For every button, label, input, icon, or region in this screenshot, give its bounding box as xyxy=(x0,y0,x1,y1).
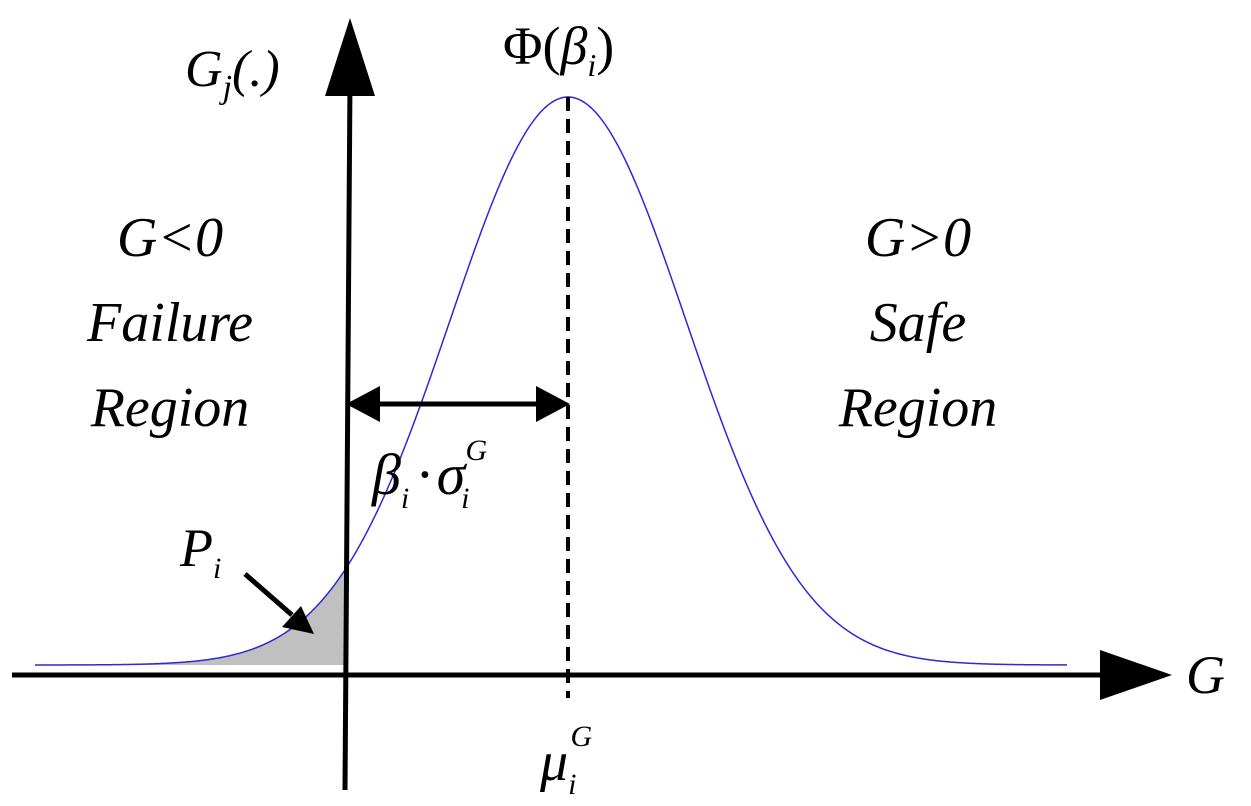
y-axis-label: Gj(.) xyxy=(185,41,280,106)
safe-region-label: G>0 Safe Region xyxy=(838,207,998,439)
distance-arrow-left-head xyxy=(346,386,380,422)
failure-word: Failure xyxy=(86,292,253,354)
distance-arrow-right-head xyxy=(536,386,570,422)
probability-pointer-line xyxy=(243,572,294,617)
failure-region-word: Region xyxy=(90,377,250,439)
y-axis-arrowhead xyxy=(325,18,375,96)
probability-density-curve xyxy=(35,96,1068,666)
x-axis-label: G xyxy=(1186,645,1225,705)
y-axis xyxy=(342,79,353,791)
failure-region-label: G<0 Failure Region xyxy=(86,207,253,439)
failure-probability-area xyxy=(35,569,345,665)
x-axis-arrowhead xyxy=(1100,650,1172,700)
safe-condition: G>0 xyxy=(865,207,971,269)
failure-probability-label: Pi xyxy=(179,518,221,585)
probability-pointer-head xyxy=(282,606,314,634)
distance-label: βi·σiG xyxy=(371,434,488,515)
safe-region-word: Region xyxy=(838,377,998,439)
failure-condition: G<0 xyxy=(117,207,223,269)
peak-label: Φ(βi) xyxy=(503,16,614,83)
mean-label: μiG xyxy=(539,720,592,801)
safe-word: Safe xyxy=(870,292,966,354)
